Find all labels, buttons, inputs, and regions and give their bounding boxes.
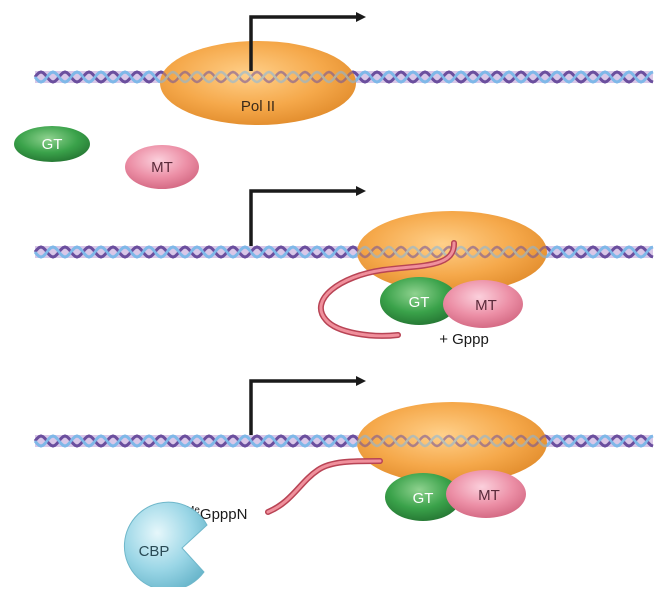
panel-3: GT MT MeGpppN CBP — [33, 376, 654, 591]
cap-text: GpppN — [200, 506, 248, 523]
rna-strand-highlight — [319, 241, 456, 338]
dna-helix-front — [34, 70, 654, 84]
gt-label: GT — [409, 294, 430, 311]
mt-enzyme — [446, 470, 526, 518]
rna-strand-highlight — [266, 459, 382, 514]
mt-label: MT — [478, 487, 500, 504]
mt-label: MT — [475, 297, 497, 314]
dna-helix-front — [34, 434, 654, 448]
dna-strand-front-overlay — [34, 70, 654, 84]
rna-strand — [265, 458, 383, 515]
dna-helix-front — [34, 245, 654, 259]
gt-enzyme — [380, 277, 458, 325]
transcription-start-arrow — [249, 186, 366, 246]
gt-label: GT — [413, 490, 434, 507]
gt-enzyme — [385, 473, 461, 521]
transcription-start-arrow — [249, 376, 366, 435]
panel-2: GT MT + Gppp — [33, 186, 654, 348]
gt-enzyme — [14, 126, 90, 162]
dna-strand-back-overlay — [34, 245, 654, 259]
mt-label: MT — [151, 159, 173, 176]
mt-enzyme — [125, 145, 199, 189]
cbp-label: CBP — [139, 543, 170, 560]
dna-strand-front-overlay — [34, 245, 654, 259]
dna-strand-back-overlay — [34, 434, 654, 448]
transcription-start-arrow — [249, 12, 366, 71]
pol-ii-label: Pol II — [241, 98, 275, 115]
gppp-annotation: + Gppp — [439, 331, 489, 348]
pol-ii-body — [160, 41, 356, 125]
dna-strand-back-overlay — [34, 70, 654, 84]
panel-1: Pol II GT MT — [14, 12, 654, 189]
gt-label: GT — [42, 136, 63, 153]
mt-enzyme — [443, 280, 523, 328]
dna-strand-front-overlay — [34, 434, 654, 448]
